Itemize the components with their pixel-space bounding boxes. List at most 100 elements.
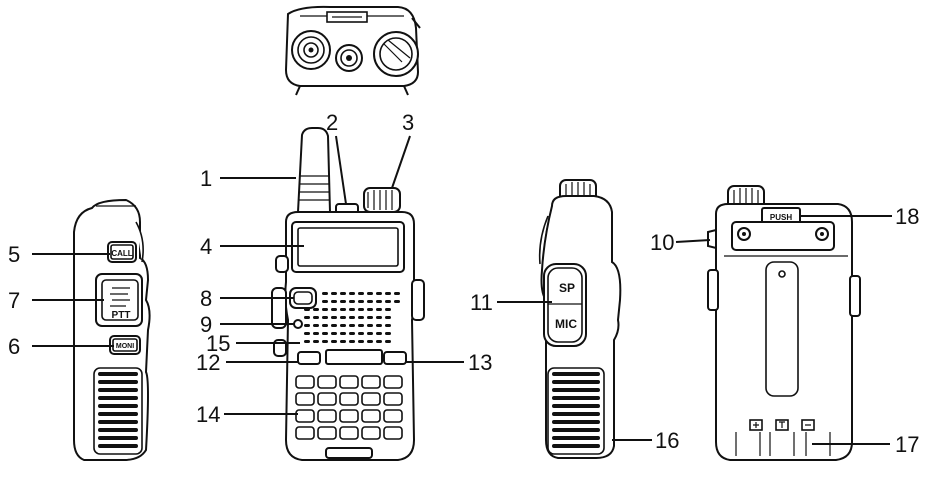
grille-slot [313, 340, 319, 343]
grille-slot [322, 340, 328, 343]
grille-slot [385, 292, 391, 295]
grip-rib [552, 436, 600, 440]
keypad-key [295, 409, 315, 423]
top-antenna-base [291, 30, 331, 70]
keypad-key [317, 426, 337, 440]
callout-12: 12 [196, 350, 220, 375]
grille-slot [349, 292, 355, 295]
grille-slot [322, 300, 328, 303]
grille-slot [367, 308, 373, 311]
grille-slot [313, 308, 319, 311]
grille-slot [331, 308, 337, 311]
grille-slot [349, 332, 355, 335]
grille-slot [376, 332, 382, 335]
keypad-key [383, 409, 403, 423]
grip-rib [552, 372, 600, 376]
keypad-key [339, 409, 359, 423]
battery-contacts [749, 419, 815, 431]
grip-rib [98, 404, 138, 408]
grille-slot [358, 340, 364, 343]
grille-slot [358, 292, 364, 295]
led-indicator [293, 319, 303, 329]
grille-slot [358, 332, 364, 335]
keypad-key [295, 426, 315, 440]
grille-slot [367, 324, 373, 327]
callout-2: 2 [326, 110, 338, 135]
grille-slot [322, 332, 328, 335]
front-view [271, 127, 425, 461]
right-side-view [538, 179, 622, 459]
keypad-key [361, 426, 381, 440]
grille-slot [367, 292, 373, 295]
callout-3: 3 [402, 110, 414, 135]
grille-slot [322, 292, 328, 295]
grille-slot [385, 300, 391, 303]
keypad-key [317, 375, 337, 389]
callout-17: 17 [895, 432, 919, 457]
grille-slot [358, 300, 364, 303]
grille-slot [331, 324, 337, 327]
grip-rib [98, 412, 138, 416]
callout-9: 9 [200, 312, 212, 337]
push-label: PUSH [770, 213, 792, 222]
grip-rib [552, 420, 600, 424]
speaker-grille [304, 292, 400, 343]
callout-8: 8 [200, 286, 212, 311]
grip-rib [98, 436, 138, 440]
keypad-key [295, 392, 315, 406]
left-side-view [73, 198, 151, 461]
keypad [295, 375, 403, 440]
grille-slot [394, 300, 400, 303]
call-label: CALL [111, 249, 132, 258]
top-volume-knob [373, 31, 419, 77]
keypad-key [383, 392, 403, 406]
center-window [325, 349, 383, 365]
left-soft-key [297, 351, 321, 365]
keypad-key [317, 409, 337, 423]
lcd-display [291, 221, 405, 273]
mic-label: MIC [555, 317, 577, 331]
grip-rib [98, 388, 138, 392]
grille-slot [358, 316, 364, 319]
callout-1: 1 [200, 166, 212, 191]
callout-15: 15 [206, 331, 230, 356]
callout-16: 16 [655, 428, 679, 453]
callout-13: 13 [468, 350, 492, 375]
grille-slot [385, 308, 391, 311]
grille-slot [376, 292, 382, 295]
grille-slot [367, 316, 373, 319]
keypad-key [317, 392, 337, 406]
grille-slot [304, 324, 310, 327]
grille-slot [367, 332, 373, 335]
grille-slot [385, 316, 391, 319]
leader-lines [32, 135, 892, 445]
grille-slot [340, 308, 346, 311]
grille-slot [313, 324, 319, 327]
keypad-key [361, 409, 381, 423]
grille-slot [385, 340, 391, 343]
grille-slot [385, 324, 391, 327]
right-soft-key [383, 351, 407, 365]
callout-4: 4 [200, 234, 212, 259]
grille-slot [376, 300, 382, 303]
callout-10: 10 [650, 230, 674, 255]
callout-7: 7 [8, 288, 20, 313]
grille-slot [304, 340, 310, 343]
grip-rib [552, 396, 600, 400]
grille-slot [322, 316, 328, 319]
grille-slot [376, 308, 382, 311]
keypad-key [339, 426, 359, 440]
grille-slot [340, 292, 346, 295]
ptt-label: PTT [112, 310, 131, 321]
moni-label: MONI [116, 343, 134, 350]
grille-slot [385, 332, 391, 335]
grille-slot [304, 332, 310, 335]
grip-rib [98, 396, 138, 400]
grille-slot [322, 324, 328, 327]
grille-slot [331, 300, 337, 303]
grip-rib [98, 380, 138, 384]
grille-slot [349, 316, 355, 319]
grip-rib [552, 404, 600, 408]
grille-slot [376, 316, 382, 319]
back-view [707, 185, 861, 461]
